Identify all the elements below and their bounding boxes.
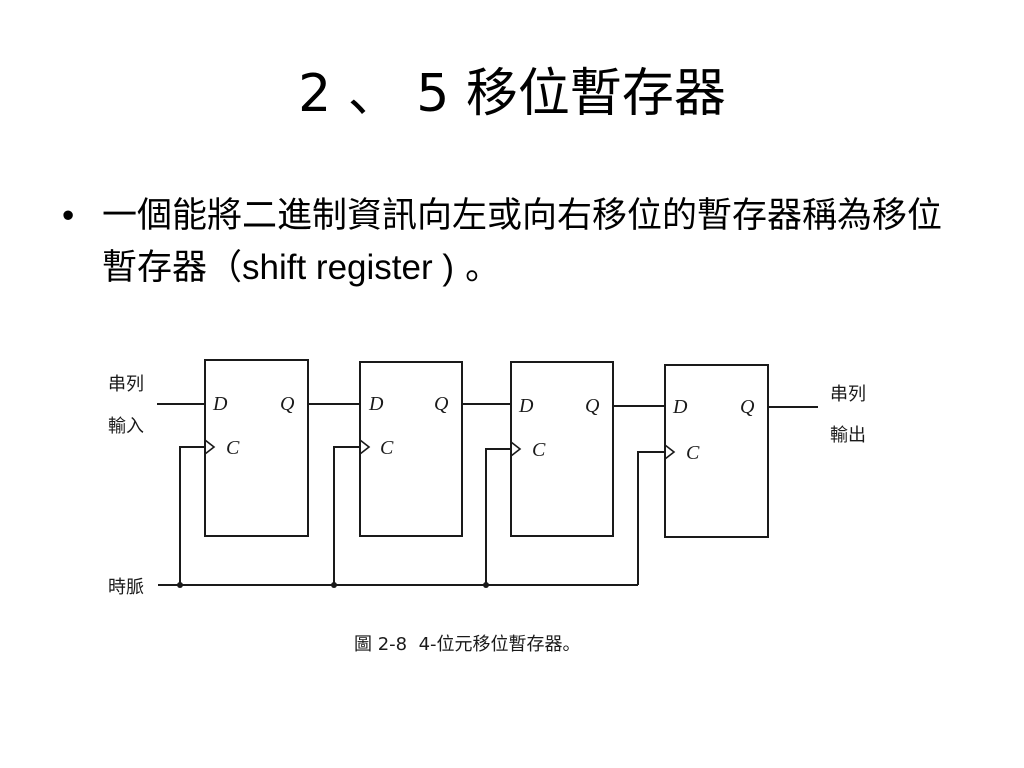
clock-label: 時脈 xyxy=(108,577,144,598)
ff4-c-label: C xyxy=(686,442,700,464)
clock-triangle-4 xyxy=(664,444,676,460)
bullet-text-part2: 。 xyxy=(454,248,501,288)
clock-triangle-1 xyxy=(204,439,216,455)
ff1-c-label: C xyxy=(226,437,240,459)
ff4-d-label: D xyxy=(672,396,688,418)
clock-wire-3 xyxy=(485,448,511,585)
bullet-symbol: • xyxy=(62,196,75,235)
flip-flop-3-box xyxy=(510,361,614,537)
clock-wire-4 xyxy=(637,451,665,585)
serial-input-label-line2: 輸入 xyxy=(108,416,144,437)
figure-caption: 圖 2-8 4-位元移位暫存器。 xyxy=(354,634,581,655)
ff4-q-label: Q xyxy=(740,396,755,418)
ff1-d-label: D xyxy=(212,393,228,415)
serial-output-label-line1: 串列 xyxy=(830,384,866,405)
serial-output-label-line2: 輸出 xyxy=(830,425,866,446)
bullet-text: 一個能將二進制資訊向左或向右移位的暫存器稱為移位暫存器（shift regist… xyxy=(102,190,952,294)
ff1-q-label: Q xyxy=(280,393,295,415)
junction-dot-3 xyxy=(483,582,489,588)
ff2-d-label: D xyxy=(368,393,384,415)
ff2-q-label: Q xyxy=(434,393,449,415)
bullet-item: • 一個能將二進制資訊向左或向右移位的暫存器稱為移位暫存器（shift regi… xyxy=(62,190,952,294)
ff3-q-label: Q xyxy=(585,395,600,417)
bullet-text-english: shift register ) xyxy=(242,248,455,287)
clock-wire-1 xyxy=(179,446,205,585)
serial-input-label-line1: 串列 xyxy=(108,374,144,395)
flip-flop-4-box xyxy=(664,364,769,538)
ff3-c-label: C xyxy=(532,439,546,461)
slide-title: 2 、 5 移位暫存器 xyxy=(298,64,726,124)
clock-triangle-2 xyxy=(359,439,371,455)
clock-wire-2 xyxy=(333,446,360,585)
junction-dot-2 xyxy=(331,582,337,588)
ff3-d-label: D xyxy=(518,395,534,417)
junction-dot-1 xyxy=(177,582,183,588)
clock-triangle-3 xyxy=(510,441,522,457)
bullet-text-part1: 一個能將二進制資訊向左或向右移位的暫存器稱為移位暫存器（ xyxy=(102,196,943,288)
ff2-c-label: C xyxy=(380,437,394,459)
flip-flop-1-box xyxy=(204,359,309,537)
flip-flop-2-box xyxy=(359,361,463,537)
